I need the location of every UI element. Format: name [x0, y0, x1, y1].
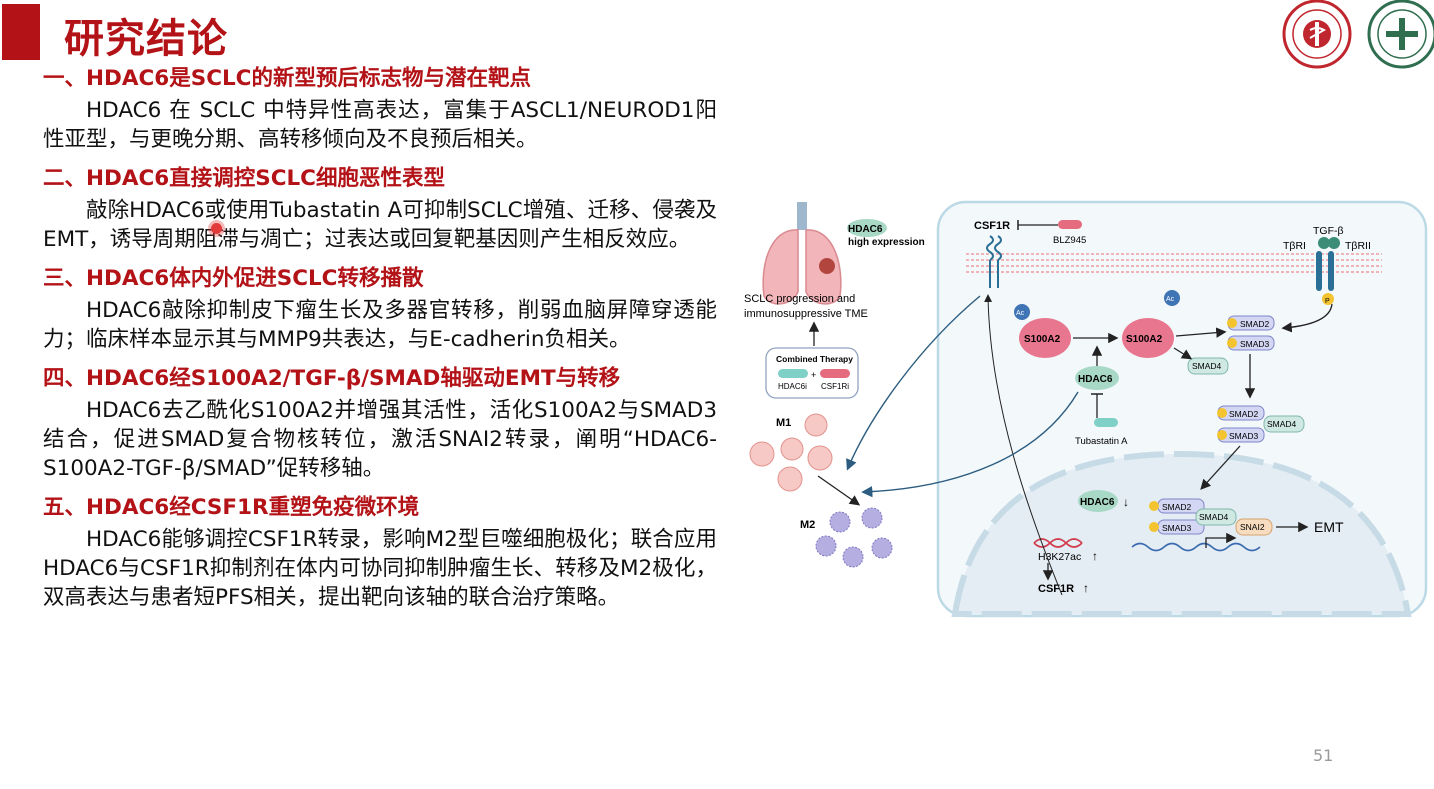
smad-complex-1	[1227, 315, 1275, 351]
dna-helix-2	[1131, 542, 1261, 552]
smad-complex-nuclear	[1149, 498, 1237, 535]
smad2-label-2: SMAD2	[1229, 409, 1259, 419]
tgfb-p-label: P	[1325, 298, 1330, 305]
smad-complex-2	[1217, 405, 1305, 443]
combined-therapy-box	[765, 347, 859, 399]
csf1r-receptor	[986, 235, 1002, 288]
blz945-label: BLZ945	[1053, 235, 1086, 246]
ac-marker-1	[1014, 304, 1030, 320]
section-1-body: HDAC6 在 SCLC 中特异性高表达，富集于ASCL1/NEUROD1阳性亚…	[43, 98, 717, 152]
sclc-progression-line-2: immunosuppressive TME	[744, 308, 868, 320]
csf1r-receptor-label: CSF1R	[974, 220, 1010, 232]
hdac6-high-label: HDAC6	[848, 224, 883, 235]
page-number: 51	[1313, 746, 1334, 765]
m2-macrophages	[815, 507, 893, 568]
ac-label-2: Ac	[1166, 296, 1175, 303]
mechanism-diagram: HDAC6 high expression SCLC progression a…	[744, 200, 1428, 618]
smad4-label-2: SMAD4	[1267, 419, 1297, 429]
section-3-heading: 三、HDAC6体内外促进SCLC转移播散	[43, 266, 424, 291]
h3k27ac-label: H3K27ac	[1038, 551, 1081, 563]
title-accent-bar	[2, 4, 40, 60]
tgfb-label: TGF-β	[1313, 225, 1344, 237]
hospital-seal	[1367, 0, 1434, 69]
snai2-box	[1235, 518, 1273, 536]
m1-macrophages	[749, 413, 833, 492]
csf1r-up-arrow: ↑	[1083, 581, 1089, 595]
m1-label: M1	[776, 417, 791, 429]
s100a2-label-1: S100A2	[1024, 334, 1061, 345]
page-title: 研究结论	[64, 16, 228, 62]
dna-helix-1	[1033, 538, 1083, 548]
section-5-body: HDAC6能够调控CSF1R转录，影响M2型巨噬细胞极化；联合应用HDAC6与C…	[43, 527, 717, 610]
hdac6-badge	[847, 219, 887, 237]
csf1ri-label: CSF1Ri	[821, 382, 849, 391]
plus-sign: +	[811, 370, 816, 380]
smad4-label-1: SMAD4	[1192, 361, 1222, 371]
smad2-label-3: SMAD2	[1162, 502, 1192, 512]
hdac6-enzyme	[1075, 366, 1119, 390]
ac-marker-2	[1164, 290, 1180, 306]
tubastatin-label: Tubastatin A	[1075, 436, 1128, 447]
smad3-label-1: SMAD3	[1240, 339, 1270, 349]
university-logos	[1282, 0, 1434, 69]
section-2-body: 敲除HDAC6或使用Tubastatin A可抑制SCLC增殖、迁移、侵袭及EM…	[43, 198, 717, 252]
sclc-progression-line-1: SCLC progression and	[744, 293, 855, 305]
tbri-label: TβRI	[1283, 240, 1306, 252]
tbrii-label: TβRII	[1345, 240, 1371, 252]
s100a2-protein-1	[1019, 318, 1071, 358]
pointer-highlight	[211, 223, 222, 234]
high-expression-label: high expression	[848, 237, 925, 248]
smad3-label-3: SMAD3	[1162, 523, 1192, 533]
m2-label: M2	[800, 519, 815, 531]
hdac6-nuclear	[1078, 490, 1118, 512]
lung-illustration	[762, 202, 842, 305]
cell-membrane	[966, 253, 1382, 273]
section-3-body: HDAC6敲除抑制皮下瘤生长及多器官转移，削弱血脑屏障穿透能力；临床样本显示其与…	[43, 298, 717, 352]
hdac6-nuclear-label: HDAC6	[1080, 497, 1115, 508]
snai2-label: SNAI2	[1240, 522, 1265, 532]
section-1-heading: 一、HDAC6是SCLC的新型预后标志物与潜在靶点	[43, 66, 531, 91]
csf1ri-capsule	[820, 369, 850, 378]
h3k27ac-up-arrow: ↑	[1092, 549, 1098, 563]
tubastatin-capsule	[1094, 418, 1118, 427]
hdac6-down-arrow: ↓	[1123, 495, 1129, 509]
ac-label-1: Ac	[1016, 310, 1025, 317]
section-4-body: HDAC6去乙酰化S100A2并增强其活性，活化S100A2与SMAD3结合，促…	[43, 398, 717, 481]
section-4-heading: 四、HDAC6经S100A2/TGF-β/SMAD轴驱动EMT与转移	[43, 366, 621, 391]
section-2-heading: 二、HDAC6直接调控SCLC细胞恶性表型	[43, 166, 445, 191]
tgfb-receptor	[1316, 237, 1340, 305]
smad4-label-3: SMAD4	[1199, 512, 1229, 522]
smad4-box-1	[1187, 357, 1229, 375]
section-5-heading: 五、HDAC6经CSF1R重塑免疫微环境	[43, 495, 420, 520]
s100a2-label-2: S100A2	[1126, 334, 1163, 345]
combined-therapy-label: Combined Therapy	[776, 354, 853, 364]
s100a2-protein-2	[1122, 318, 1174, 358]
csf1r-gene-label: CSF1R	[1038, 583, 1074, 595]
smad2-label-1: SMAD2	[1240, 319, 1270, 329]
hdac6i-label: HDAC6i	[778, 382, 807, 391]
smad3-label-2: SMAD3	[1229, 431, 1259, 441]
emt-label: EMT	[1314, 519, 1344, 535]
hdac6i-capsule	[778, 369, 808, 378]
hdac6-enzyme-label: HDAC6	[1078, 374, 1113, 385]
tianjin-medical-university-seal	[1282, 0, 1352, 69]
conclusion-content: 一、HDAC6是SCLC的新型预后标志物与潜在靶点 HDAC6 在 SCLC 中…	[43, 64, 717, 622]
blz945-capsule	[1058, 220, 1082, 229]
